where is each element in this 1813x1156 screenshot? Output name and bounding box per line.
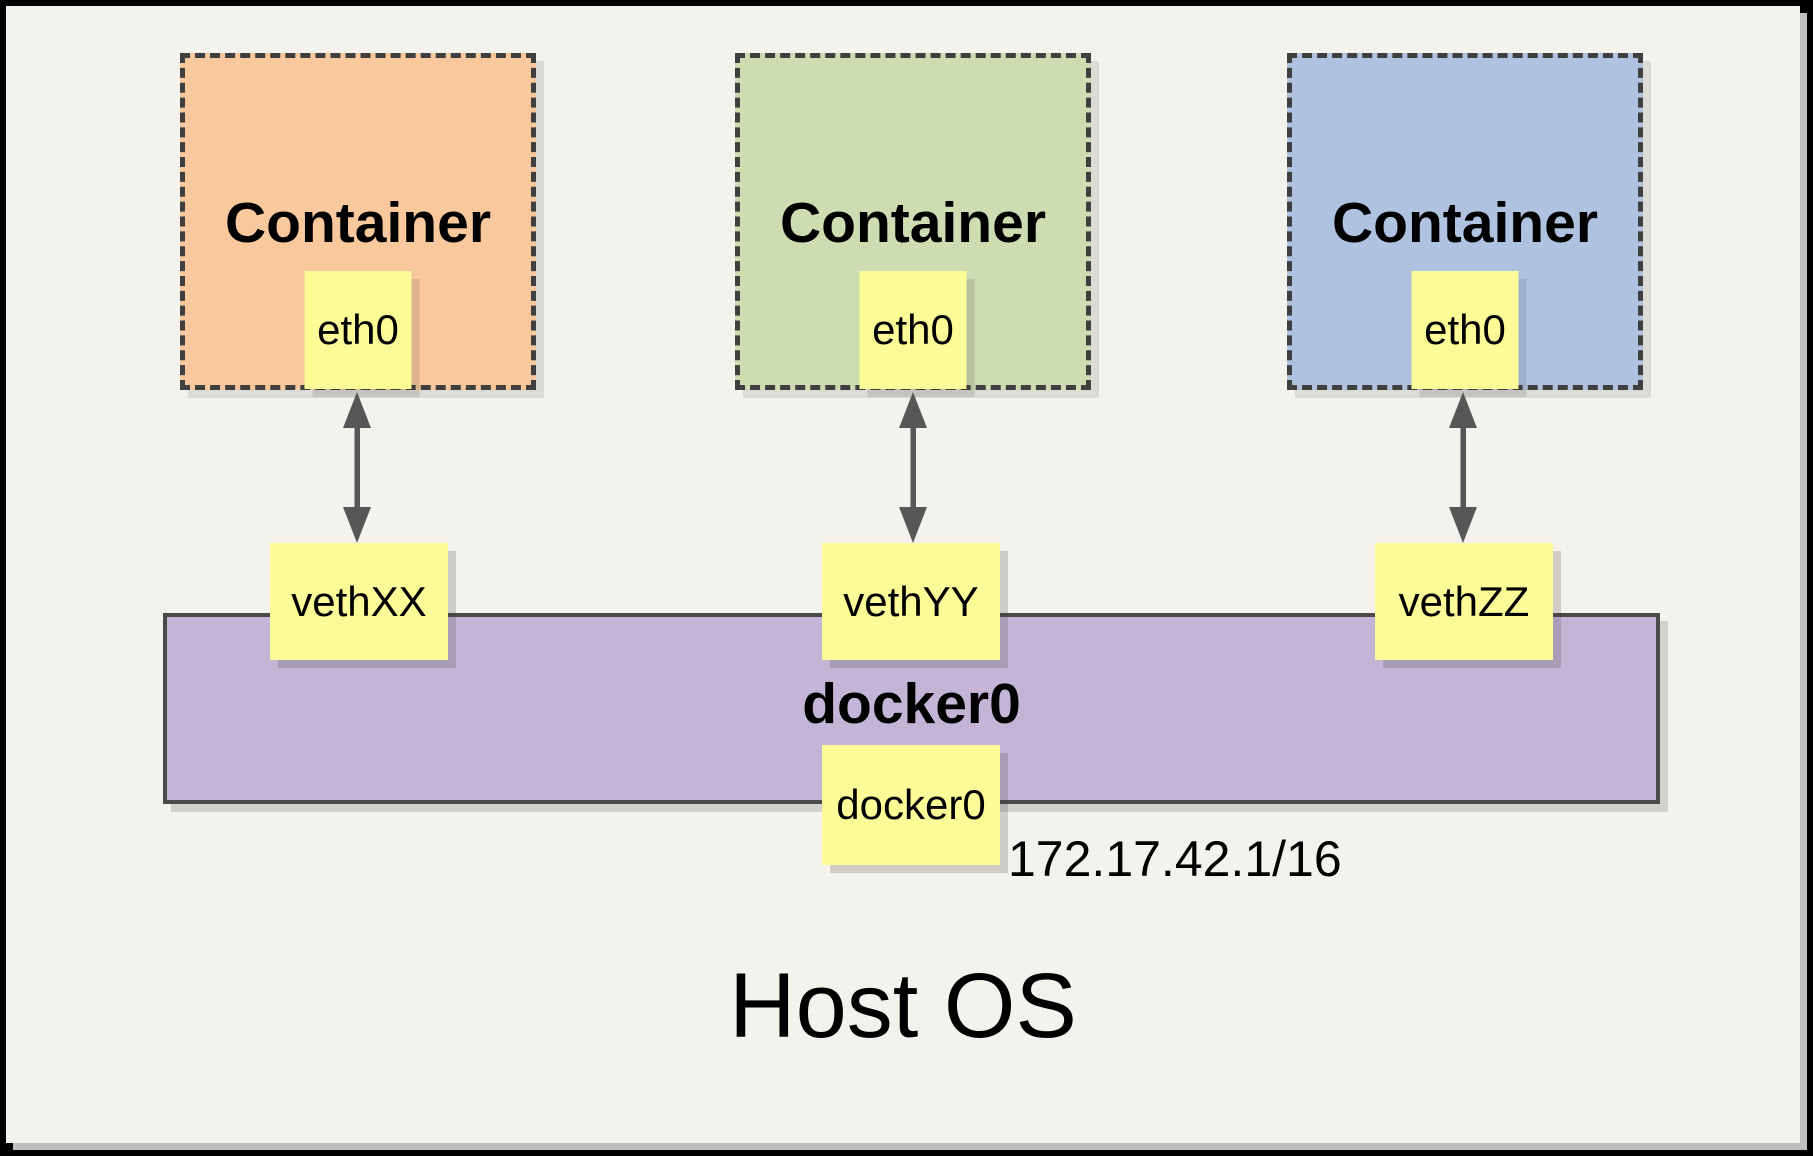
container-title: Container [779,191,1047,255]
container-box-2: Container eth0 [735,53,1091,390]
host-os-box: Container eth0 Container eth0 Container … [6,6,1800,1143]
vethyy-interface-box: vethYY [822,543,1000,660]
veth-connection-arrow-3 [1449,392,1477,543]
eth0-interface-box: eth0 [859,271,967,389]
host-os-label: Host OS [729,955,1077,1057]
container-title: Container [1331,191,1599,255]
eth0-interface-box: eth0 [304,271,412,389]
eth0-interface-box: eth0 [1411,271,1519,389]
container-box-3: Container eth0 [1287,53,1643,390]
bridge-ip-address: 172.17.42.1/16 [1008,831,1342,887]
vethxx-interface-box: vethXX [270,543,448,660]
container-box-1: Container eth0 [180,53,536,390]
container-title: Container [224,191,492,255]
veth-connection-arrow-1 [343,392,371,543]
docker0-bridge-label: docker0 [802,672,1021,736]
veth-connection-arrow-2 [899,392,927,543]
vethzz-interface-box: vethZZ [1375,543,1553,660]
docker0-interface-box: docker0 [822,745,1000,865]
